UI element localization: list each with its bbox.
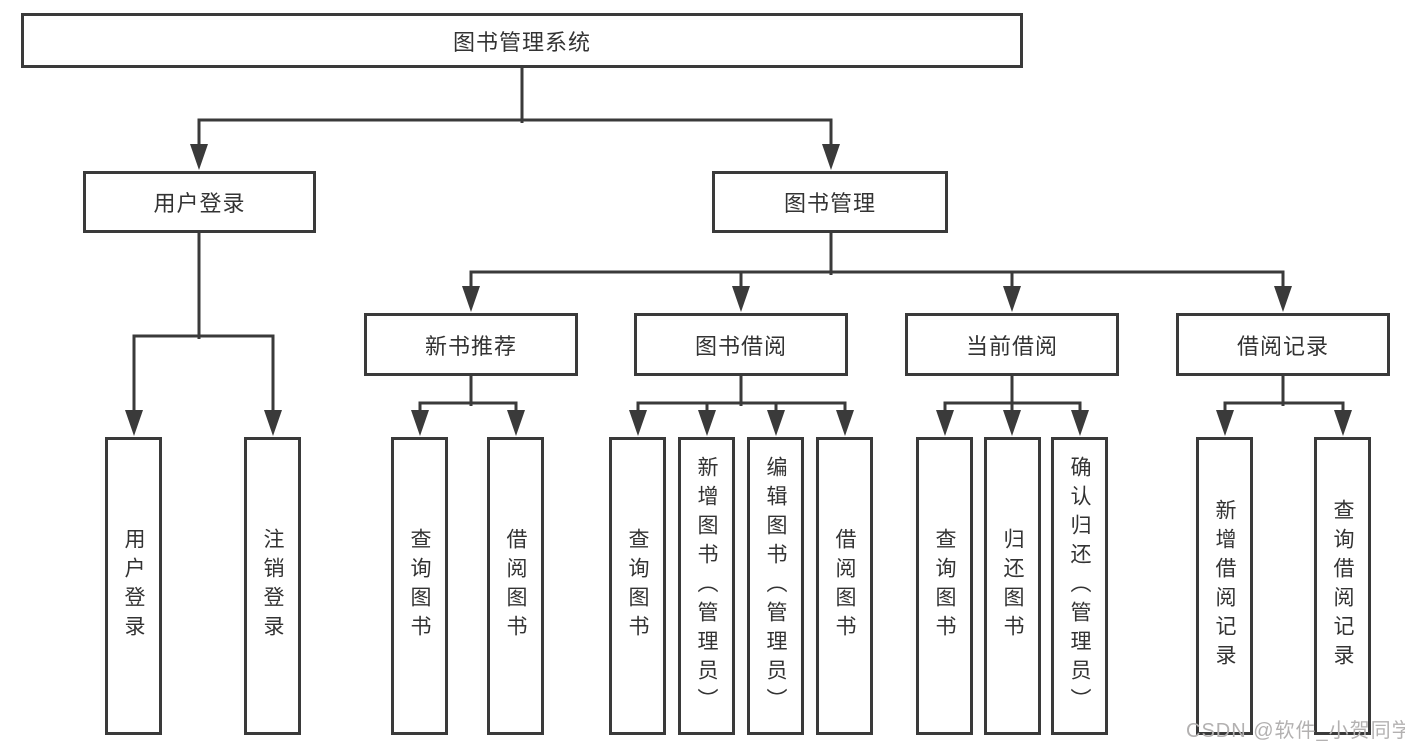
leaf-label: 查询图书	[408, 528, 431, 644]
leaf-borrow-book-recommend: 借阅图书	[487, 437, 544, 735]
arrowhead	[190, 144, 208, 170]
arrowhead	[629, 410, 647, 436]
arrowhead	[1003, 410, 1021, 436]
leaf-add-borrow-record: 新增借阅记录	[1196, 437, 1253, 735]
arrowhead	[507, 410, 525, 436]
leaf-label: 新增图书（管理员）	[695, 455, 718, 717]
node-book-management: 图书管理	[712, 171, 948, 233]
arrowhead	[125, 410, 143, 436]
arrowhead	[936, 410, 954, 436]
arrowhead	[264, 410, 282, 436]
leaf-label: 查询图书	[626, 528, 649, 644]
leaf-label: 借阅图书	[833, 528, 856, 644]
leaf-label: 查询图书	[933, 528, 956, 644]
leaf-query-book-borrow: 查询图书	[609, 437, 666, 735]
arrowhead	[767, 410, 785, 436]
arrowhead	[836, 410, 854, 436]
arrowhead	[1216, 410, 1234, 436]
leaf-confirm-return-admin: 确认归还（管理员）	[1051, 437, 1108, 735]
node-current-borrow: 当前借阅	[905, 313, 1119, 376]
arrowhead	[698, 410, 716, 436]
arrowheads	[125, 144, 1352, 436]
node-root: 图书管理系统	[21, 13, 1023, 68]
arrowhead	[1274, 286, 1292, 312]
csdn-watermark: CSDN @软件_小贺同学	[1186, 720, 1405, 742]
leaf-borrow-book: 借阅图书	[816, 437, 873, 735]
leaf-query-borrow-record: 查询借阅记录	[1314, 437, 1371, 735]
leaf-add-book-admin: 新增图书（管理员）	[678, 437, 735, 735]
leaf-label: 编辑图书（管理员）	[764, 455, 787, 717]
arrowhead	[1003, 286, 1021, 312]
arrowhead	[462, 286, 480, 312]
leaf-user-login: 用户登录	[105, 437, 162, 735]
leaf-return-book: 归还图书	[984, 437, 1041, 735]
leaf-query-book-current: 查询图书	[916, 437, 973, 735]
leaf-label: 查询借阅记录	[1331, 499, 1354, 673]
leaf-label: 归还图书	[1001, 528, 1024, 644]
connector-path	[132, 66, 1345, 414]
leaf-logout: 注销登录	[244, 437, 301, 735]
node-user-login: 用户登录	[83, 171, 316, 233]
arrowhead	[411, 410, 429, 436]
node-new-book-recommend: 新书推荐	[364, 313, 578, 376]
leaf-label: 注销登录	[261, 528, 284, 644]
node-book-borrow: 图书借阅	[634, 313, 848, 376]
leaf-label: 确认归还（管理员）	[1068, 455, 1091, 717]
node-borrow-records: 借阅记录	[1176, 313, 1390, 376]
arrowhead	[1071, 410, 1089, 436]
arrowhead	[1334, 410, 1352, 436]
arrowhead	[822, 144, 840, 170]
leaf-query-book-recommend: 查询图书	[391, 437, 448, 735]
leaf-label: 新增借阅记录	[1213, 499, 1236, 673]
leaf-label: 借阅图书	[504, 528, 527, 644]
leaf-edit-book-admin: 编辑图书（管理员）	[747, 437, 804, 735]
leaf-label: 用户登录	[122, 528, 145, 644]
arrowhead	[732, 286, 750, 312]
